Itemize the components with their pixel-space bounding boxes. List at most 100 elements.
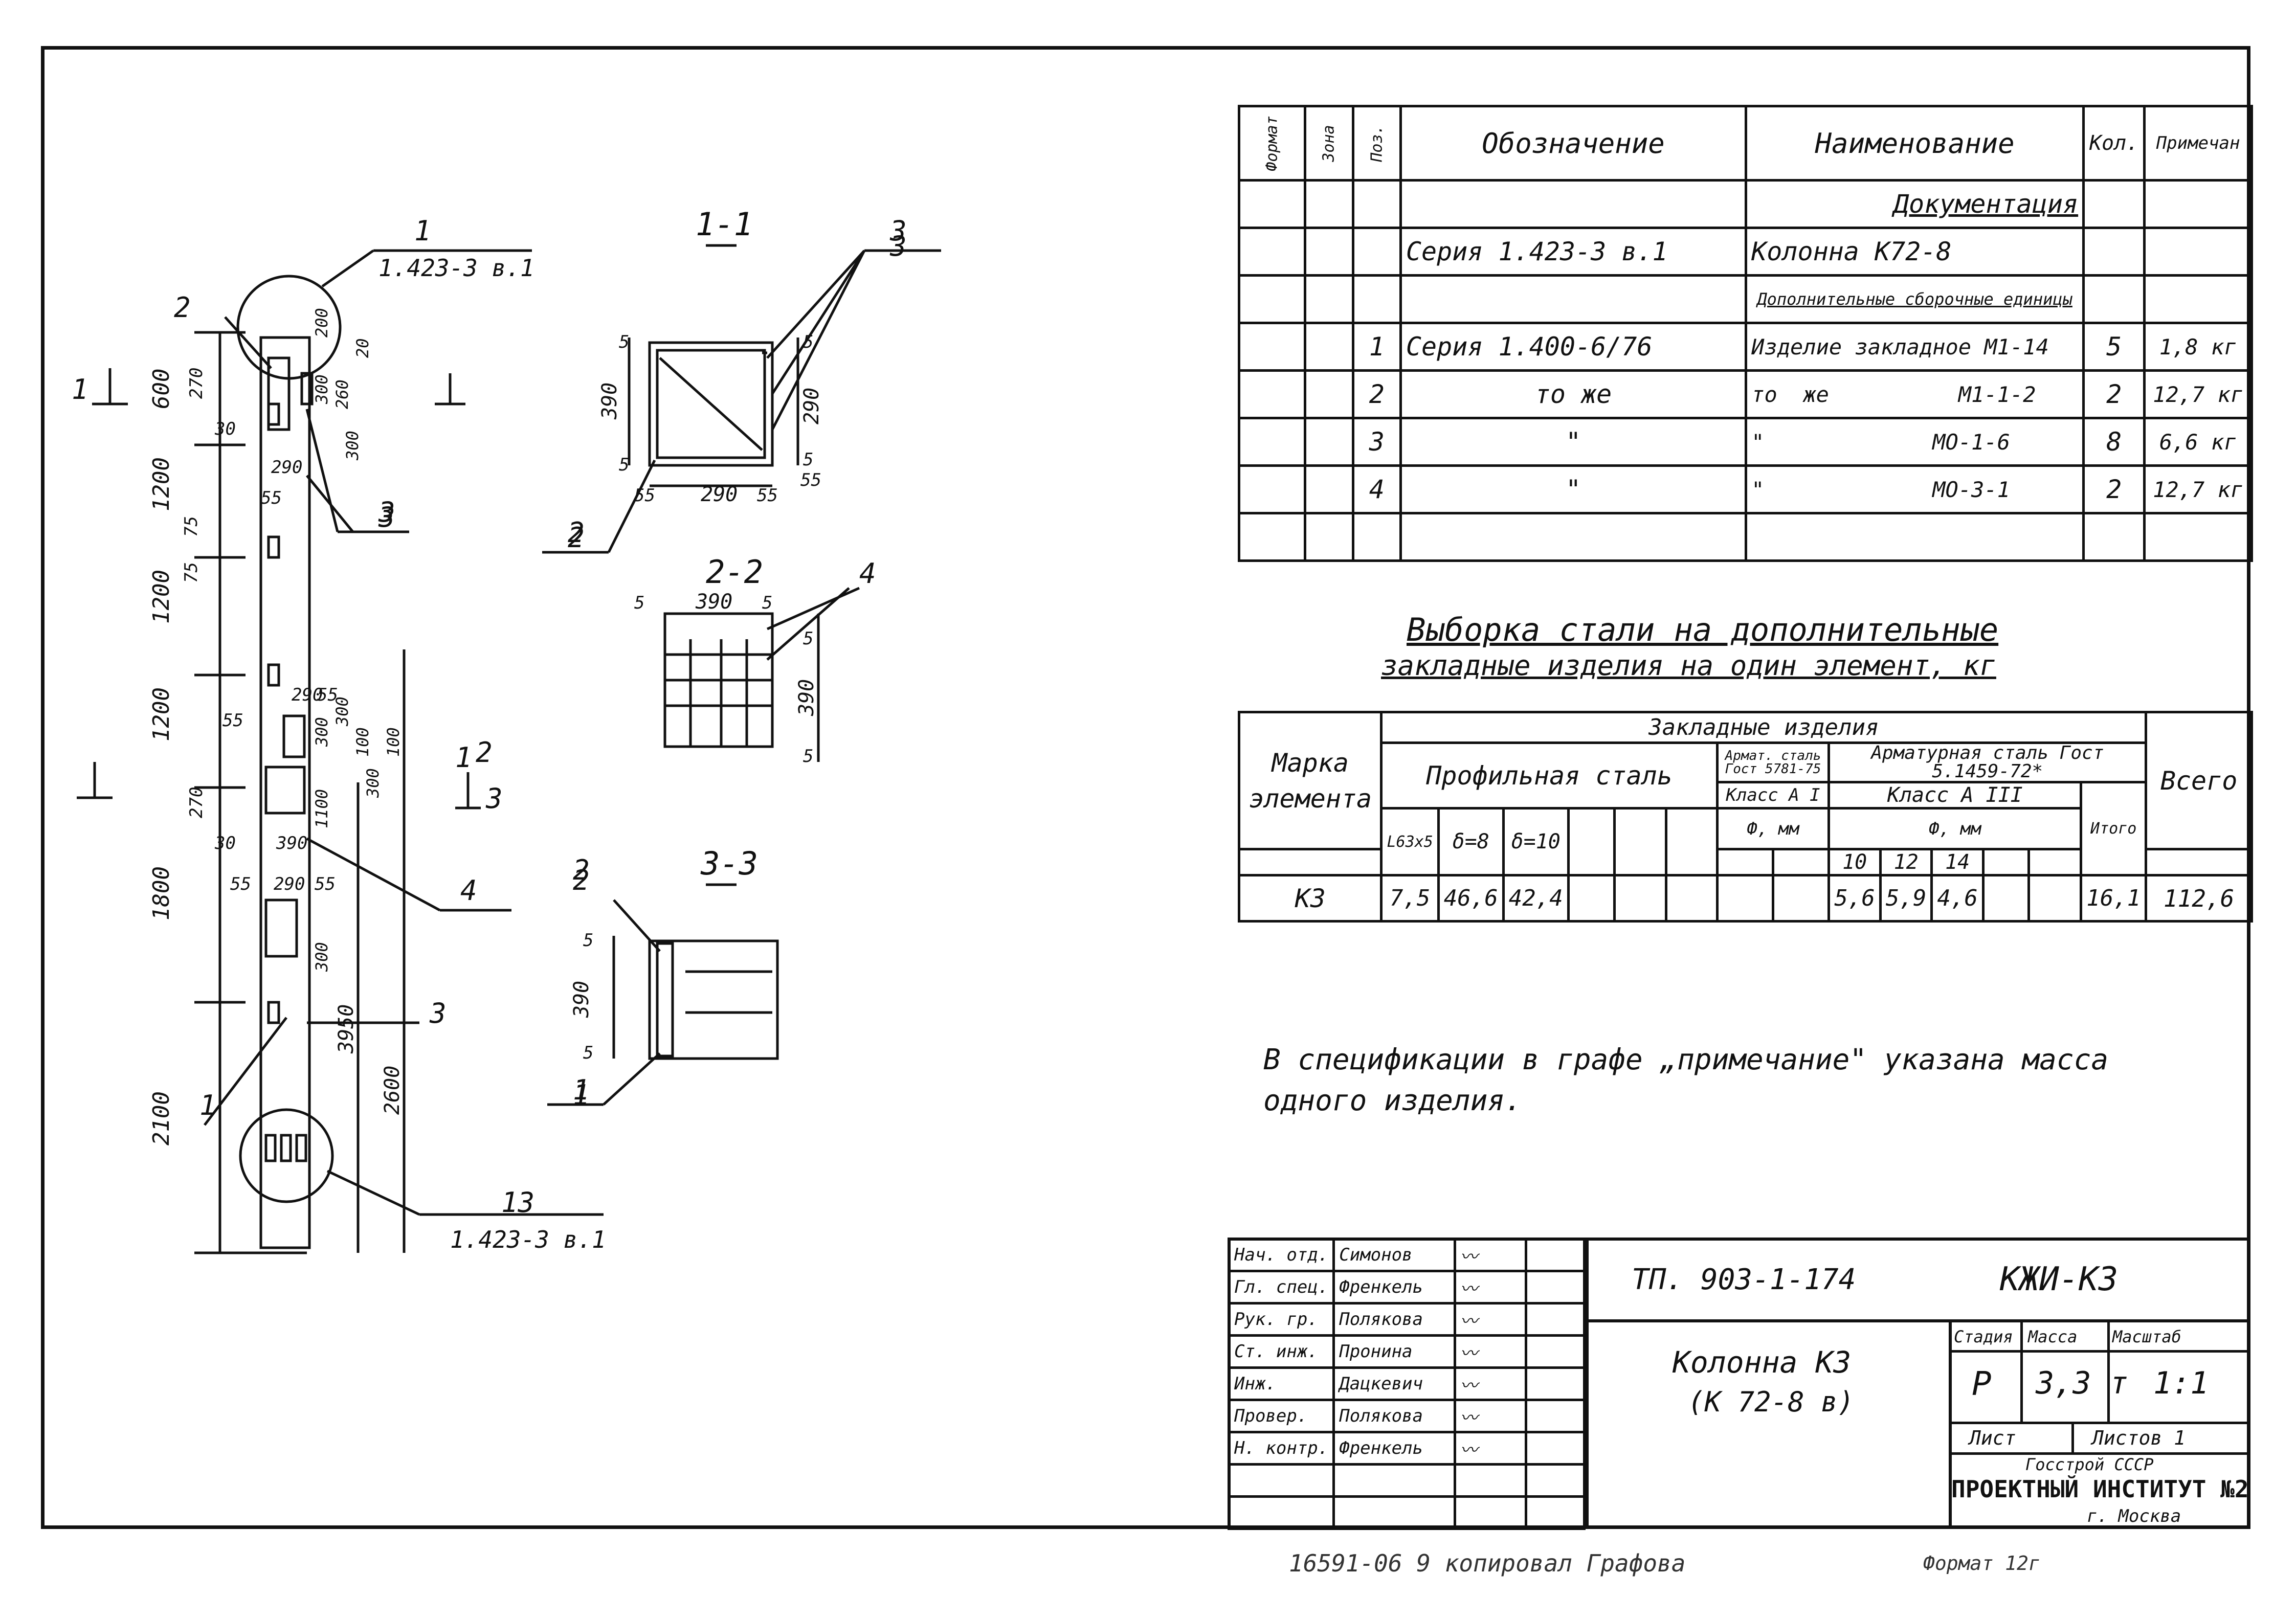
- drawing-title-line1: Колонна К3: [1673, 1345, 1852, 1380]
- steel-profile-col: L63x5: [1380, 807, 1440, 876]
- staff-role: Гл. спец.: [1227, 1270, 1335, 1305]
- leader-number: 2: [568, 522, 585, 554]
- table-row: Инж.Дацкевич〰: [1227, 1366, 1586, 1401]
- spec-header-qty: Кол.: [2082, 105, 2146, 182]
- signature: 〰: [1453, 1238, 1528, 1272]
- stage-label: Стадия: [1954, 1327, 2013, 1346]
- table-row: К3 7,5 46,6 42,4 5,6 5,9 4,6 16,1 112,6: [1237, 874, 2253, 923]
- right-dim: 2600: [381, 1066, 404, 1115]
- mass-value: 3,3 т: [2036, 1365, 2128, 1401]
- steel-profile-col: δ=10: [1502, 807, 1570, 876]
- leader-number: 3: [429, 997, 447, 1029]
- steel-class-a1: Класс А I: [1715, 781, 1831, 810]
- section-mark: 1: [72, 373, 88, 406]
- right-dim: 3950: [335, 1004, 358, 1054]
- footer-archive-number: 16591-06 9 копировал Графова: [1289, 1549, 1686, 1577]
- steel-phi-header-2: Ф, мм: [1827, 807, 2083, 850]
- section-1-1-leader: 2: [568, 516, 585, 549]
- spec-note: 12,7 кг: [2143, 464, 2253, 514]
- table-row: Рук. гр.Полякова〰: [1227, 1302, 1586, 1337]
- steel-value: 5,9: [1879, 874, 1933, 923]
- leader-number: 1: [573, 1074, 590, 1106]
- spec-qty: 8: [2082, 417, 2146, 467]
- top-callout-ref: 1.423-3 в.1: [378, 254, 534, 282]
- left-dim: 1800: [148, 866, 174, 920]
- left-dim: 1200: [148, 457, 174, 511]
- steel-all: 112,6: [2145, 874, 2253, 923]
- steel-profile-header: Профильная сталь: [1380, 741, 1719, 810]
- section-mark: 1: [455, 741, 472, 774]
- section-2-2-dim: 5: [803, 628, 813, 649]
- steel-row-mark: К3: [1237, 874, 1383, 923]
- sheet-label: Лист: [1969, 1427, 2016, 1449]
- section-2-2-dim: 5: [762, 593, 772, 613]
- small-dim: 100: [353, 727, 372, 757]
- staff-role: Н. контр.: [1227, 1431, 1335, 1466]
- spec-header-note: Примечан: [2143, 105, 2253, 182]
- left-dim: 1200: [148, 570, 174, 624]
- small-dim: 290: [292, 685, 323, 705]
- spec-name: Документация: [1745, 179, 2085, 229]
- section-3-3-title: 3-3: [700, 845, 758, 882]
- table-row: Провер.Полякова〰: [1227, 1399, 1586, 1433]
- table-row: Гл. спец.Френкель〰: [1227, 1270, 1586, 1305]
- spec-pos: 2: [1351, 369, 1402, 419]
- scale-value: 1:1: [2153, 1365, 2209, 1401]
- spec-qty: 5: [2082, 322, 2146, 372]
- steel-phi-header: Ф, мм: [1715, 807, 1831, 850]
- spec-designation: то же: [1399, 369, 1748, 419]
- staff-name: Пронина: [1332, 1334, 1456, 1369]
- section-1-1-dim: 55: [800, 470, 821, 490]
- leader-number: 1: [199, 1089, 216, 1121]
- org-line2: ПРОЕКТНЫЙ ИНСТИТУТ №2: [1951, 1475, 2249, 1503]
- staff-role: Провер.: [1227, 1399, 1335, 1433]
- left-dim: 1200: [148, 687, 174, 741]
- title-block-staff: Нач. отд.Симонов〰 Гл. спец.Френкель〰 Рук…: [1227, 1238, 1586, 1530]
- scale-label: Масштаб: [2112, 1327, 2181, 1346]
- spec-header-name: Наименование: [1745, 105, 2085, 182]
- staff-role: Ст. инж.: [1227, 1334, 1335, 1369]
- signature: 〰: [1453, 1270, 1528, 1305]
- signature: 〰: [1453, 1334, 1528, 1369]
- bottom-callout-ref: 1.423-3 в.1: [450, 1226, 606, 1253]
- section-1-1-title: 1-1: [696, 206, 753, 243]
- spec-header-pos: Поз.: [1351, 105, 1402, 182]
- spec-header-format: Формат: [1237, 105, 1307, 182]
- table-row: Ст. инж.Пронина〰: [1227, 1334, 1586, 1369]
- section-1-1-leader: 3: [889, 230, 907, 262]
- small-dim: 55: [230, 874, 251, 894]
- small-dim: 30: [214, 419, 236, 439]
- staff-name: Дацкевич: [1332, 1366, 1456, 1401]
- steel-rebar-col: 14: [1930, 848, 1985, 876]
- section-3-3-leader: 2: [573, 864, 590, 896]
- section-mark: 3: [485, 782, 503, 815]
- drawing-code: КЖИ-К3: [2000, 1261, 2119, 1298]
- spec-header-row: Формат Зона Поз. Обозначение Наименовани…: [1237, 105, 2253, 182]
- steel-profile-col: δ=8: [1437, 807, 1505, 876]
- section-3-3-leader: 1: [573, 1079, 590, 1111]
- small-dim: 300: [312, 942, 331, 972]
- spec-designation: Серия 1.400-6/76: [1399, 322, 1748, 372]
- steel-rebar-col: 12: [1879, 848, 1933, 876]
- spec-name: Колонна К72-8: [1745, 227, 2085, 277]
- small-dim: 100: [384, 727, 403, 757]
- section-1-1-dim: 5: [803, 449, 813, 470]
- leader-number: 3: [378, 501, 395, 533]
- section-1-1-dim: 290: [701, 483, 738, 506]
- spec-qty: 2: [2082, 369, 2146, 419]
- stage-value: Р: [1972, 1365, 1992, 1403]
- signature: 〰: [1453, 1366, 1528, 1401]
- steel-total-header: Итого: [2080, 781, 2148, 876]
- spec-header-designation: Обозначение: [1399, 105, 1748, 182]
- spec-qty: 2: [2082, 464, 2146, 514]
- small-dim: 270: [186, 368, 207, 399]
- table-row: Документация: [1237, 179, 2253, 229]
- small-dim: 200: [312, 308, 331, 338]
- section-2-2-dim: 390: [695, 590, 732, 614]
- staff-name: Френкель: [1332, 1270, 1456, 1305]
- spec-pos: 4: [1351, 464, 1402, 514]
- spec-note: 12,7 кг: [2143, 369, 2253, 419]
- leader-number: 3: [378, 496, 395, 528]
